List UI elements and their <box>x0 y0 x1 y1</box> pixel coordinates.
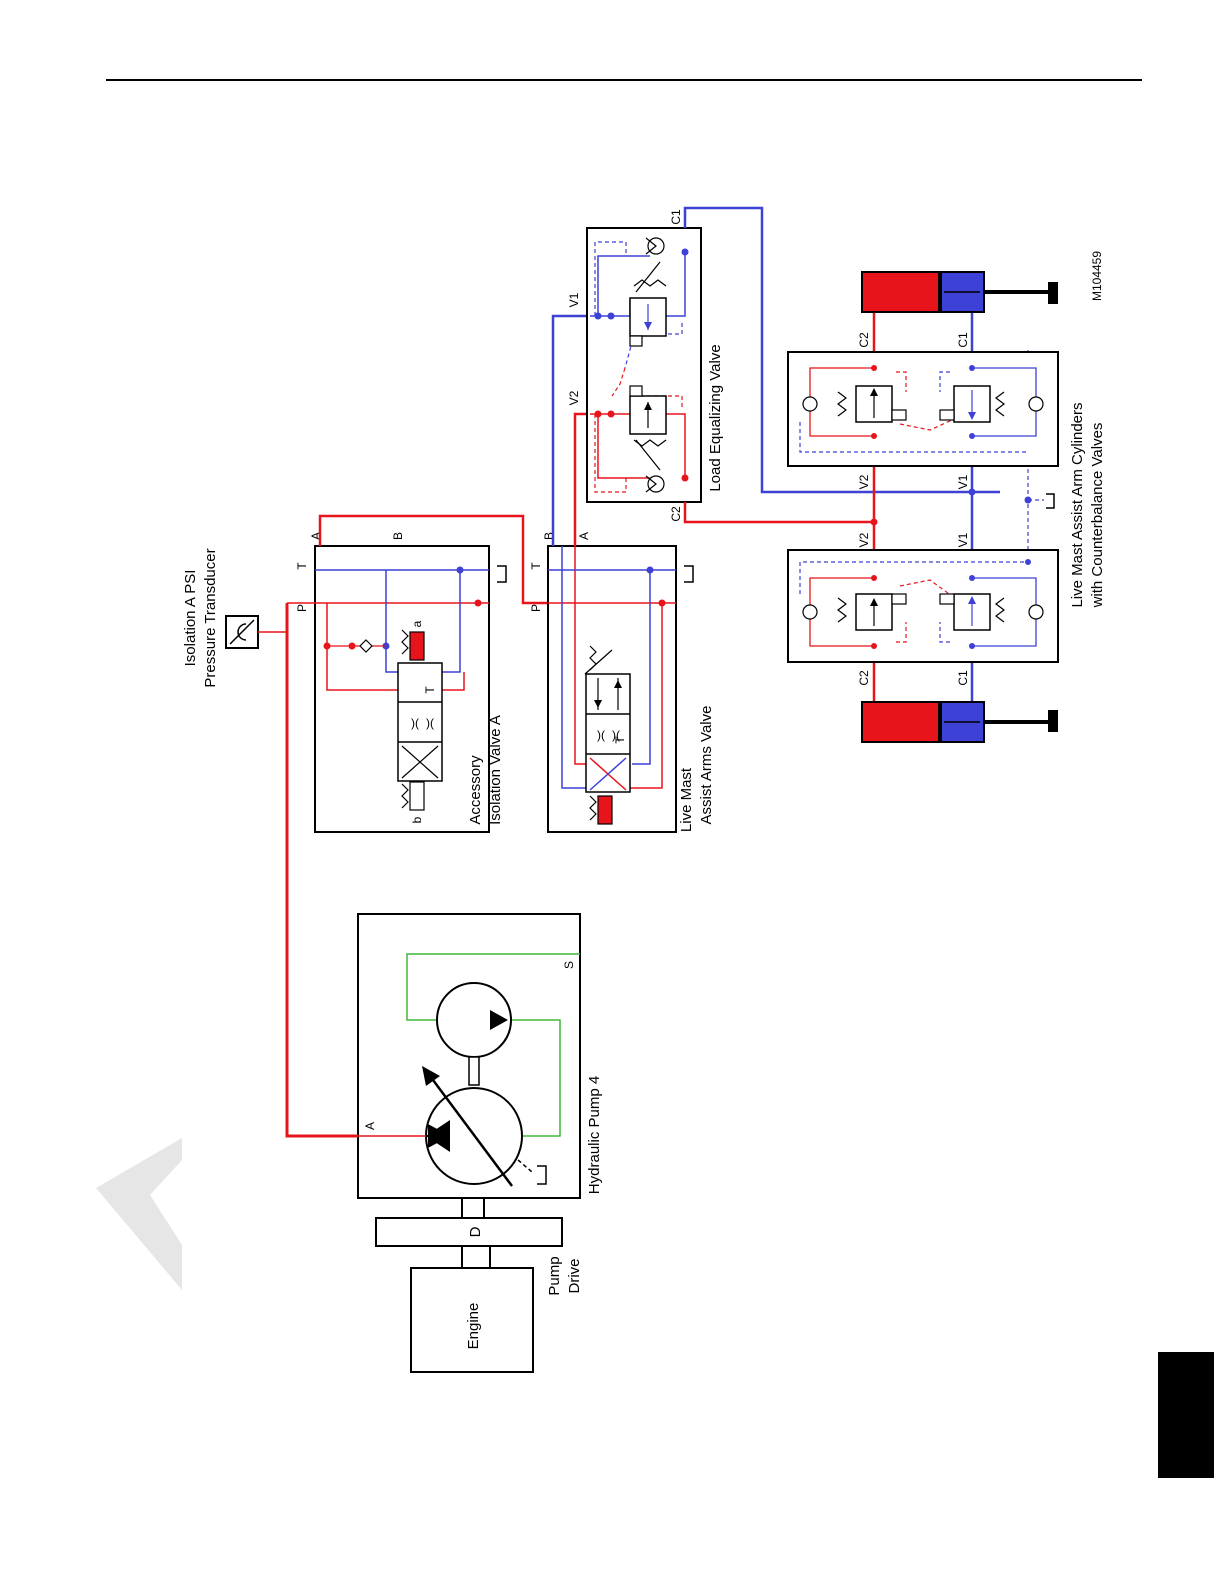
assist-port-p: P <box>529 604 543 612</box>
counterbalance-valve-right: C2 C1 V2 V1 <box>788 332 1058 489</box>
assist-port-a: A <box>577 532 591 540</box>
svg-text:)(: )( <box>411 716 419 730</box>
transducer-label-line2: Pressure Transducer <box>202 548 219 687</box>
pump-drive-port-d: D <box>467 1226 484 1237</box>
cb-right-check-2-icon <box>1029 397 1043 411</box>
accessory-port-p: P <box>295 604 309 612</box>
cb-right-port-v2: V2 <box>857 474 871 489</box>
hydraulic-pump-4: Hydraulic Pump 4 A S <box>358 914 603 1198</box>
accessory-valve-label-line1: Accessory <box>467 755 484 825</box>
assist-solenoid-coil <box>598 796 612 824</box>
equalizing-port-v1: V1 <box>567 292 581 307</box>
equalizer-c2-line <box>685 502 874 522</box>
accessory-valve-label-line2: Isolation Valve A <box>487 715 504 825</box>
accessory-port-b: B <box>391 532 405 540</box>
accessory-solenoid-a-coil <box>410 632 424 660</box>
cb-left-check-2-icon <box>1029 605 1043 619</box>
assist-b-to-v1-line <box>553 316 590 546</box>
cb-right-port-c2: C2 <box>857 332 871 348</box>
counterbalance-valve-left: V2 V1 C2 C1 <box>788 532 1058 685</box>
cb-drain-tank-icon <box>1046 494 1054 508</box>
cb-left-port-v1: V1 <box>956 532 970 547</box>
engine: Engine <box>411 1268 533 1372</box>
engine-shaft <box>462 1246 490 1268</box>
assist-valve-label-line2: Assist Arms Valve <box>698 706 715 825</box>
watermark <box>96 1138 182 1290</box>
svg-text:)(: )( <box>426 716 434 730</box>
pump-drive-label-line2: Drive <box>566 1258 583 1293</box>
assist-port-t: T <box>529 562 543 570</box>
engine-label: Engine <box>465 1303 482 1350</box>
cb-left-port-c1: C1 <box>956 670 970 686</box>
accessory-tank-icon <box>497 566 506 582</box>
load-equalizing-label: Load Equalizing Valve <box>707 344 724 491</box>
pump-coupling <box>469 1057 479 1085</box>
cb-right-port-v1: V1 <box>956 474 970 489</box>
cylinders-label-line1: Live Mast Assist Arm Cylinders <box>1069 402 1086 607</box>
load-equalizing-valve: Load Equalizing Valve V1 V2 C1 C2 <box>567 209 724 522</box>
svg-text:)(: )( <box>597 728 605 742</box>
assist-arm-cylinders: Live Mast Assist Arm Cylinders with Coun… <box>788 251 1106 742</box>
equalizing-port-c1: C1 <box>669 209 683 225</box>
pump-drive-label-line1: Pump <box>546 1256 563 1295</box>
cylinder-right <box>862 272 1058 312</box>
accessory-isolation-valve-a: Accessory Isolation Valve A P T A B a b <box>287 532 504 832</box>
accessory-solenoid-b: b <box>410 816 424 823</box>
assist-valve-label-line1: Live Mast <box>678 767 695 832</box>
section-tab <box>1158 1352 1214 1478</box>
accessory-solenoid-a: a <box>410 620 424 627</box>
accessory-port-t: T <box>295 562 309 570</box>
transducer-label-line1: Isolation A PSI <box>182 570 199 667</box>
accessory-spool <box>398 663 442 781</box>
cylinder-left <box>862 702 1058 742</box>
live-mast-assist-arms-valve: Live Mast Assist Arms Valve P T B A )( )… <box>529 532 715 832</box>
assist-spool-t: T <box>613 736 627 744</box>
hydraulic-pump-label: Hydraulic Pump 4 <box>586 1076 603 1194</box>
cb-left-port-c2: C2 <box>857 670 871 686</box>
cb-left-port-v2: V2 <box>857 532 871 547</box>
cylinders-label-line2: with Counterbalance Valves <box>1089 423 1106 609</box>
cb-right-port-c1: C1 <box>956 332 970 348</box>
equalizing-port-v2: V2 <box>567 390 581 405</box>
cb-right-check-1-icon <box>803 397 817 411</box>
assist-tank-icon <box>684 566 693 582</box>
pump-port-s: S <box>562 961 576 969</box>
pressure-transducer: Isolation A PSI Pressure Transducer <box>182 548 287 687</box>
pump-port-a: A <box>363 1122 377 1130</box>
figure-id: M104459 <box>1090 251 1104 301</box>
equalizing-port-c2: C2 <box>669 506 683 522</box>
cb-left-check-1-icon <box>803 605 817 619</box>
accessory-spool-t: T <box>423 686 437 694</box>
